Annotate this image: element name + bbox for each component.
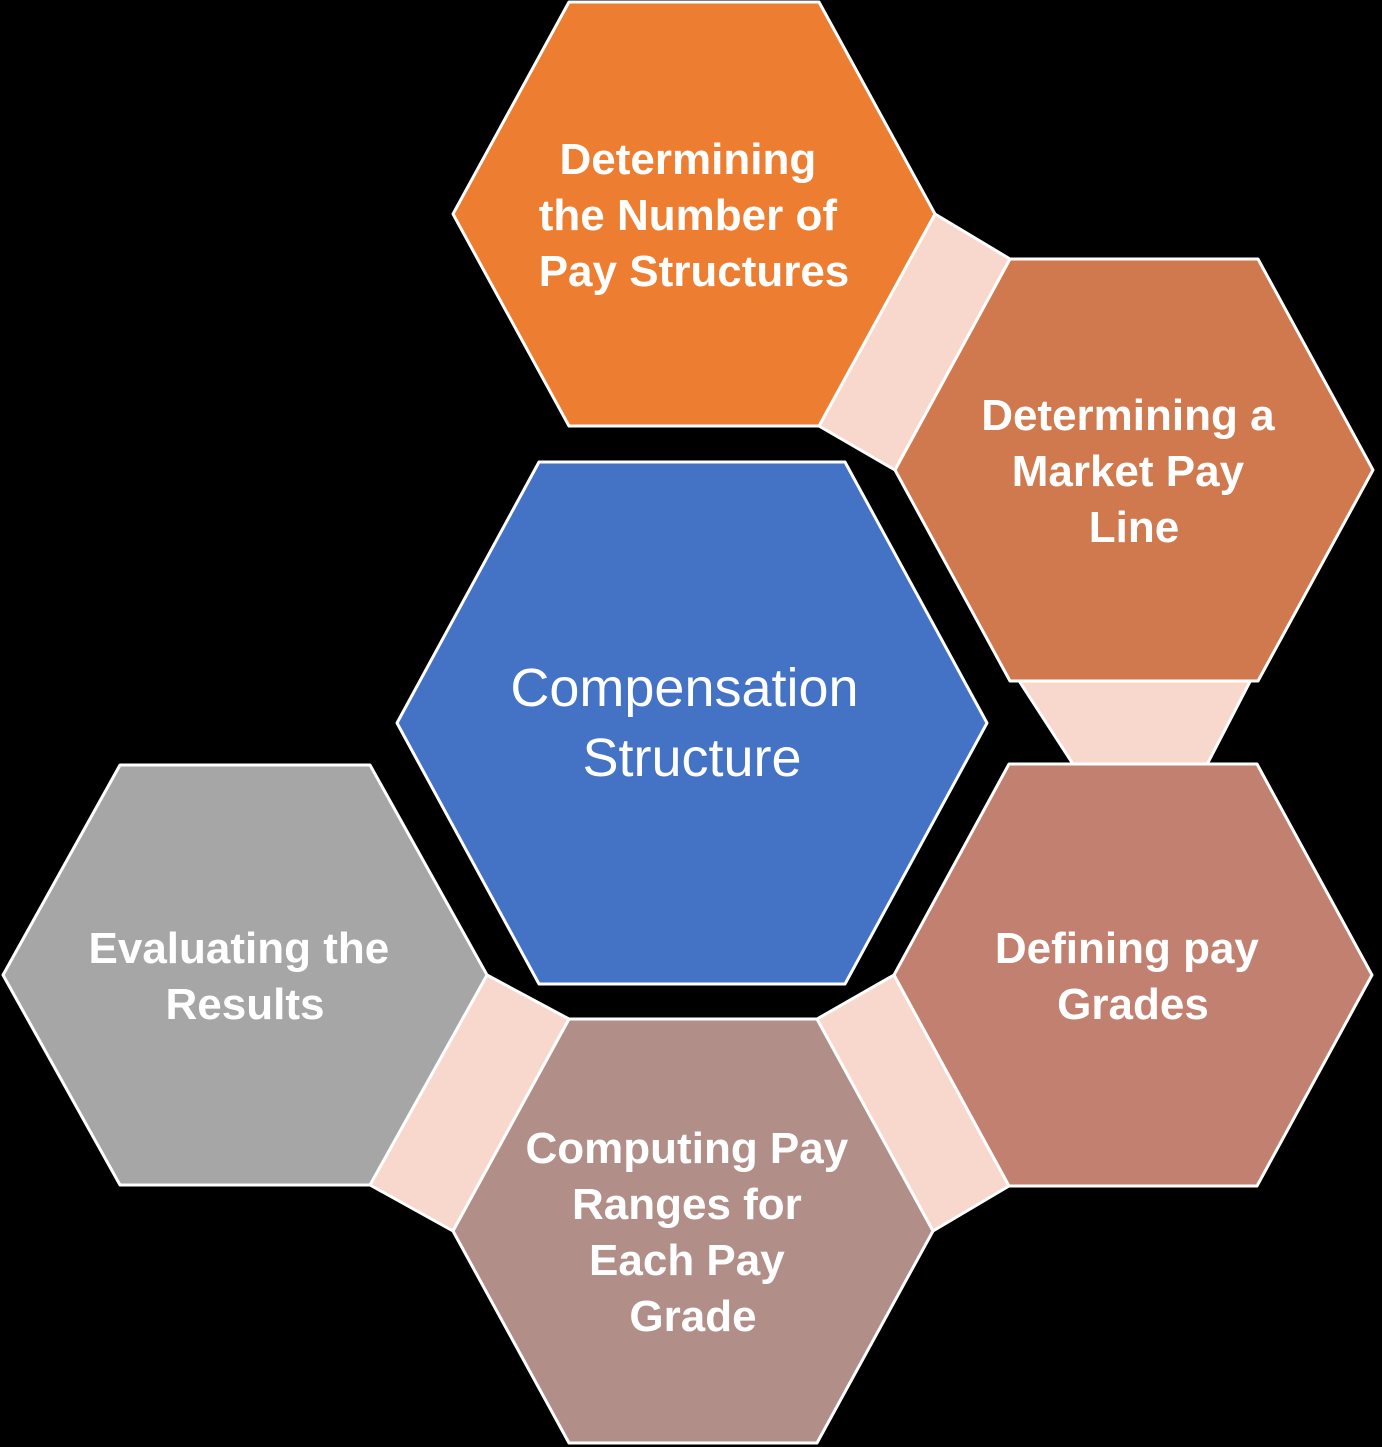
label-line: Results: [166, 980, 325, 1029]
hexagon-step-bottom-label: Computing Pay Ranges for Each Pay Grade: [526, 1124, 861, 1341]
hexagon-step-top: Determining the Number of Pay Structures: [451, 0, 937, 428]
hexagon-step-left-label: Evaluating the Results: [89, 924, 402, 1029]
label-line: Line: [1089, 503, 1179, 552]
hexagon-step-bottom: Computing Pay Ranges for Each Pay Grade: [451, 1017, 935, 1445]
label-line: Ranges for: [572, 1180, 802, 1229]
label-line: Evaluating the: [89, 924, 390, 973]
hexagon-step-lower-right: Defining pay Grades: [892, 762, 1374, 1188]
label-line: Compensation: [510, 658, 858, 718]
hexagon-step-left: Evaluating the Results: [1, 763, 489, 1187]
hexagon-center: Compensation Structure: [395, 460, 989, 986]
hexagon-step-upper-right: Determining a Market Pay Line: [893, 257, 1375, 683]
hexagon-step-lower-right-shape: [892, 762, 1374, 1188]
hexagon-step-top-shape: [451, 0, 937, 428]
label-line: Pay Structures: [539, 247, 850, 296]
hexagon-step-lower-right-label: Defining pay Grades: [995, 924, 1271, 1029]
label-line: Computing Pay: [526, 1124, 849, 1173]
label-line: Structure: [582, 728, 801, 788]
hexagon-step-upper-right-shape: [893, 257, 1375, 683]
label-line: Determining a: [981, 391, 1275, 440]
hexagon-step-top-label: Determining the Number of Pay Structures: [539, 135, 850, 296]
label-line: Market Pay: [1012, 447, 1245, 496]
label-line: Grade: [629, 1292, 756, 1341]
hexagon-center-label: Compensation Structure: [510, 658, 873, 788]
hexagon-step-bottom-shape: [451, 1017, 935, 1445]
hexagon-center-shape: [395, 460, 989, 986]
label-line: Grades: [1057, 980, 1209, 1029]
label-line: Each Pay: [589, 1236, 785, 1285]
hexagon-step-left-shape: [1, 763, 489, 1187]
label-line: the Number of: [539, 191, 838, 240]
hexagon-step-upper-right-label: Determining a Market Pay Line: [981, 391, 1287, 552]
label-line: Determining: [560, 135, 817, 184]
label-line: Defining pay: [995, 924, 1260, 973]
